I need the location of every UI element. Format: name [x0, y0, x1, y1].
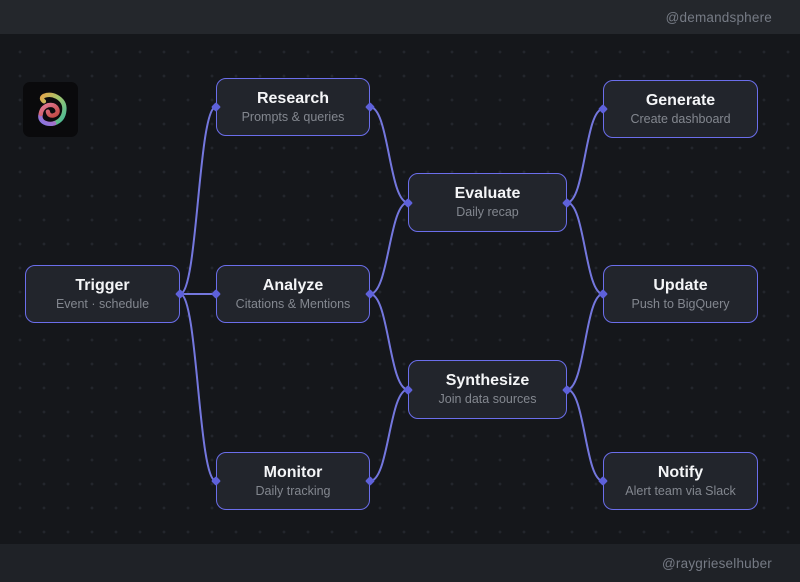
node-evaluate-title: Evaluate [454, 185, 521, 203]
node-monitor-title: Monitor [263, 463, 323, 481]
node-synthesize-subtitle: Join data sources [438, 392, 537, 407]
node-notify-subtitle: Alert team via Slack [625, 483, 736, 498]
top-bar: @demandsphere [0, 0, 800, 34]
edge-analyze-to-synthesize[interactable] [369, 293, 409, 391]
node-research-title: Research [256, 89, 330, 107]
edge-synthesize-to-update[interactable] [566, 293, 604, 391]
edge-research-to-evaluate[interactable] [369, 106, 409, 204]
bottom-bar: @raygrieselhuber [0, 544, 800, 582]
edge-analyze-to-evaluate[interactable] [369, 201, 409, 295]
node-monitor-subtitle: Daily tracking [255, 483, 331, 498]
edge-evaluate-to-update[interactable] [566, 201, 604, 295]
demandsphere-logo [23, 82, 78, 137]
bottom-handle-text: @raygrieselhuber [662, 555, 772, 571]
edge-synthesize-to-notify[interactable] [566, 388, 604, 482]
node-trigger-title: Trigger [75, 276, 130, 294]
node-analyze-subtitle: Citations & Mentions [235, 296, 351, 311]
edge-evaluate-to-generate[interactable] [566, 108, 604, 204]
node-analyze-title: Analyze [262, 276, 324, 294]
node-generate-title: Generate [645, 91, 716, 109]
node-evaluate-subtitle: Daily recap [456, 205, 519, 220]
node-update-subtitle: Push to BigQuery [631, 296, 730, 311]
edge-trigger-to-research[interactable] [179, 106, 217, 295]
node-notify-title: Notify [657, 463, 704, 481]
node-research-subtitle: Prompts & queries [241, 109, 345, 124]
node-synthesize-title: Synthesize [445, 372, 530, 390]
logo-d-swirl-icon [37, 92, 67, 126]
edge-monitor-to-synthesize[interactable] [369, 388, 409, 482]
node-trigger-subtitle: Event · schedule [55, 296, 150, 311]
node-generate-subtitle: Create dashboard [630, 111, 731, 126]
node-update-title: Update [653, 276, 708, 294]
top-handle-text: @demandsphere [665, 9, 772, 25]
edge-trigger-to-monitor[interactable] [179, 293, 217, 482]
